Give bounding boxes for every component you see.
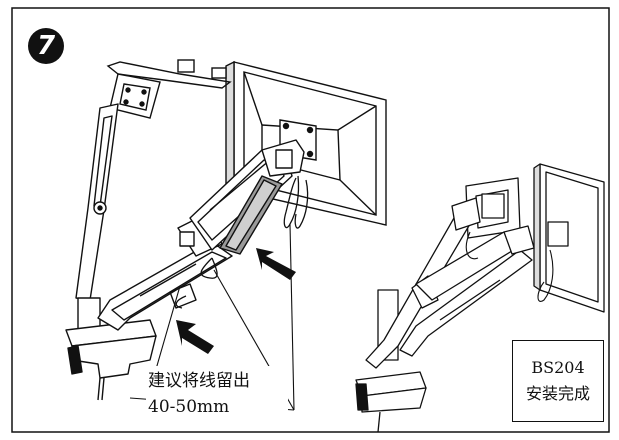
cable-icon-right xyxy=(465,231,554,302)
product-model: BS204 xyxy=(531,358,585,377)
figure-border xyxy=(11,7,610,433)
note-line-1: 建议将线留出 xyxy=(148,371,250,391)
install-status: 安装完成 xyxy=(525,384,590,403)
step-7-badge-icon: 7 xyxy=(28,28,64,64)
assembled-arm-illustration xyxy=(355,163,605,433)
cable-slack-note: 建议将线留出 40-50mm xyxy=(148,368,288,420)
arrow-icon xyxy=(176,248,296,354)
step-number: 7 xyxy=(36,31,56,61)
monitor-arm-illustration xyxy=(65,103,305,401)
product-label: BS204 安装完成 xyxy=(512,340,604,422)
note-line-2: 40-50mm xyxy=(148,397,230,417)
cable-icon xyxy=(175,175,309,309)
vesa-bracket-left xyxy=(106,59,232,119)
